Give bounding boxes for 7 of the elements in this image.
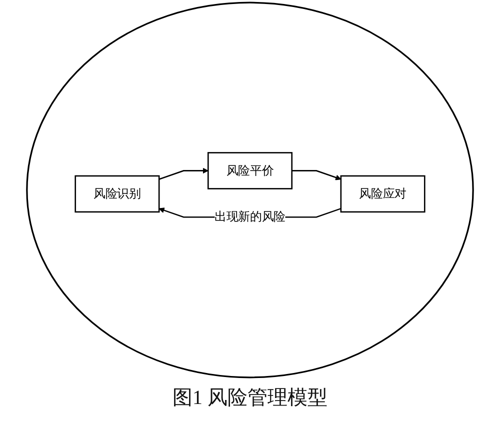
arrow [292, 170, 342, 180]
edge-label: 出现新的风险 [214, 210, 286, 224]
arrow [158, 168, 208, 180]
node-box: 风险平价 [207, 152, 293, 190]
figure-caption: 图1 风险管理模型 [172, 386, 328, 411]
node-box: 风险识别 [74, 175, 160, 213]
node-box: 风险应对 [340, 175, 426, 213]
